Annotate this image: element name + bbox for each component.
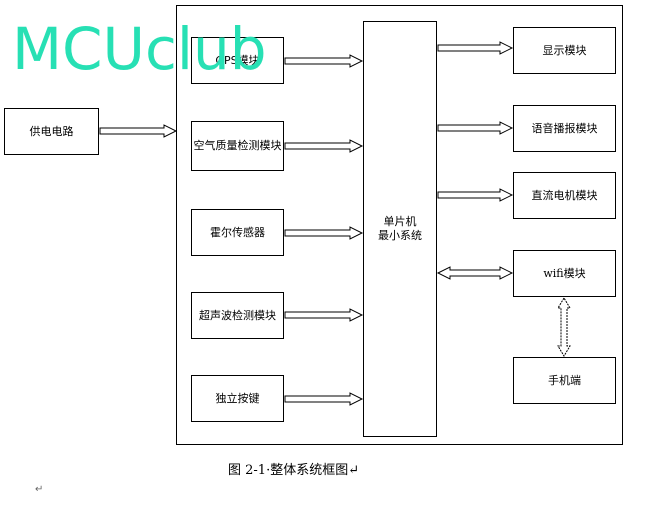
mcu-label-line1: 单片机	[383, 215, 417, 228]
voice-module-label: 语音播报模块	[531, 121, 598, 135]
wifi-arrow	[436, 266, 514, 280]
wifi-phone-arrow	[557, 297, 571, 357]
dc-motor-module-block: 直流电机模块	[513, 172, 616, 219]
hall-sensor-block: 霍尔传感器	[191, 209, 284, 256]
air-arrow	[284, 139, 364, 153]
display-module-block: 显示模块	[513, 27, 616, 74]
mcu-label-line2: 最小系统	[378, 229, 422, 242]
voice-module-block: 语音播报模块	[513, 105, 616, 152]
power-arrow	[99, 124, 178, 138]
button-label: 独立按键	[215, 391, 260, 405]
paragraph-mark: ↵	[35, 484, 44, 495]
gps-module-block: GPS模块	[191, 37, 284, 84]
mcuclub-watermark: MCUclub	[12, 15, 267, 83]
ultrasonic-module-label: 超声波检测模块	[199, 308, 276, 322]
figure-caption: 图 2-1·整体系统框图↵	[228, 463, 360, 478]
display-arrow	[437, 41, 514, 55]
dc-motor-module-label: 直流电机模块	[531, 188, 598, 202]
phone-label: 手机端	[548, 373, 581, 387]
wifi-module-label: wifi模块	[543, 266, 586, 280]
hall-arrow	[284, 226, 364, 240]
system-frame	[176, 5, 623, 445]
air-quality-module-label: 空气质量检测模块	[193, 139, 282, 152]
gps-arrow	[284, 54, 364, 68]
power-supply-block: 供电电路	[4, 108, 99, 155]
motor-arrow	[437, 188, 514, 202]
button-arrow	[284, 392, 364, 406]
gps-module-label: GPS模块	[215, 53, 260, 67]
voice-arrow	[437, 121, 514, 135]
phone-block: 手机端	[513, 357, 616, 404]
button-block: 独立按键	[191, 375, 284, 422]
wifi-module-block: wifi模块	[513, 250, 616, 297]
power-supply-label: 供电电路	[29, 124, 74, 138]
air-quality-module-block: 空气质量检测模块	[191, 121, 284, 171]
ultrasonic-arrow	[284, 308, 364, 322]
ultrasonic-module-block: 超声波检测模块	[191, 292, 284, 339]
display-module-label: 显示模块	[542, 43, 587, 57]
hall-sensor-label: 霍尔传感器	[210, 225, 265, 239]
mcu-block: 单片机 最小系统	[363, 21, 437, 437]
